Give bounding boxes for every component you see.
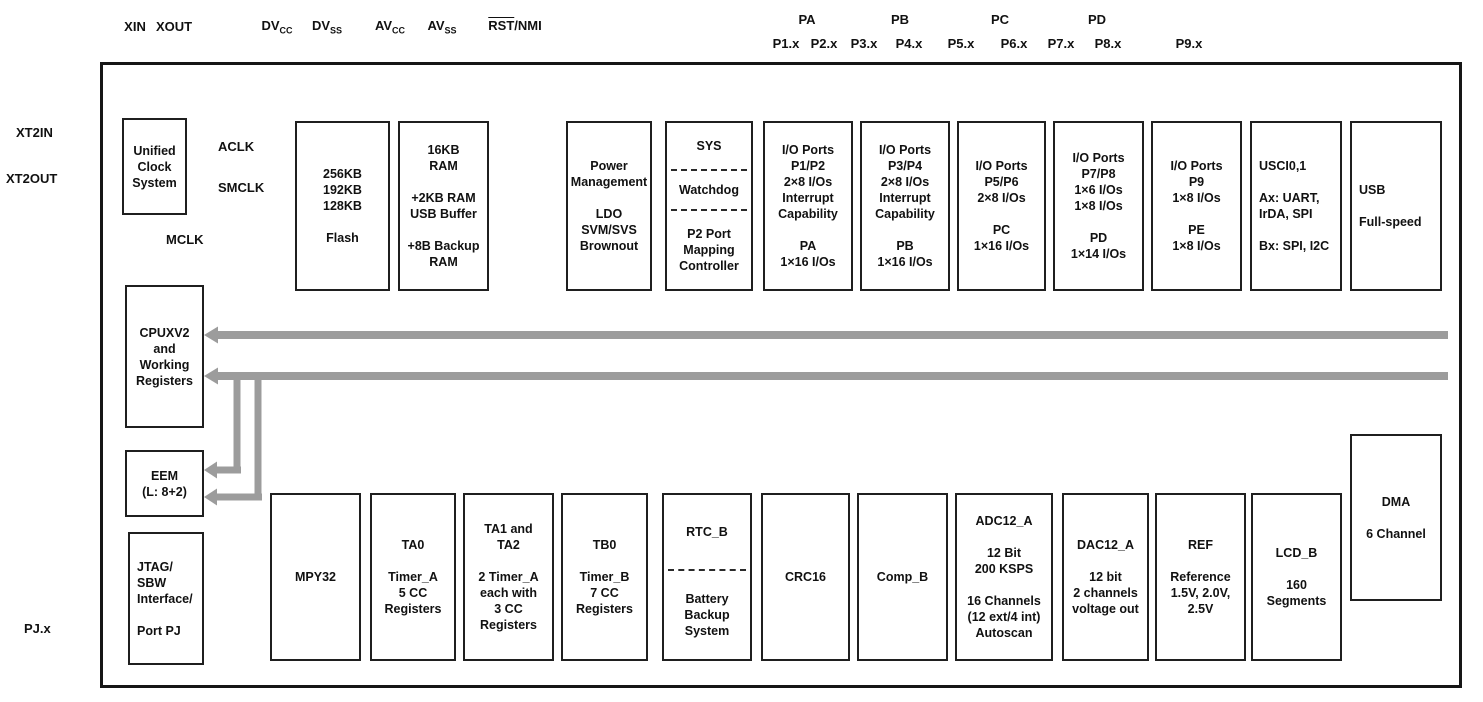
usb-text: USB Full-speed [1359,183,1422,229]
p34-text: I/O Ports P3/P4 2×8 I/Os Interrupt Capab… [875,143,935,269]
block-dac12-a: DAC12_A 12 bit 2 channels voltage out [1062,493,1149,661]
ta12-text: TA1 and TA2 2 Timer_A each with 3 CC Reg… [478,522,539,632]
block-io-ports-p3-p4: I/O Ports P3/P4 2×8 I/Os Interrupt Capab… [860,121,950,291]
block-jtag-sbw: JTAG/ SBW Interface/ Port PJ [128,532,204,665]
flash-text: 256KB 192KB 128KB Flash [323,167,362,245]
block-power-management: Power Management LDO SVM/SVS Brownout [566,121,652,291]
block-tb0: TB0 Timer_B 7 CC Registers [561,493,648,661]
jtag-text: JTAG/ SBW Interface/ Port PJ [137,559,193,638]
dashed-divider [671,209,747,211]
usci-text: USCI0,1 Ax: UART, IrDA, SPI Bx: SPI, I2C [1259,159,1330,253]
nmi-part: /NMI [514,18,542,33]
rst-overlined: RST [488,18,515,33]
tb0-text: TB0 Timer_B 7 CC Registers [576,538,633,616]
avss-base: AV [427,18,445,33]
dma-text: DMA 6 Channel [1366,494,1426,541]
block-lcd-b: LCD_B 160 Segments [1251,493,1342,661]
block-io-ports-p5-p6: I/O Ports P5/P6 2×8 I/Os PC 1×16 I/Os [957,121,1046,291]
dashed-divider [671,169,747,171]
avss-sub: SS [444,25,457,36]
port-group-label-pc: PC [990,12,1010,27]
crc-text: CRC16 [785,570,826,584]
comp-text: Comp_B [876,570,929,584]
p78-text: I/O Ports P7/P8 1×6 I/Os 1×8 I/Os PD 1×1… [1070,151,1127,261]
dvcc-sub: CC [279,25,293,36]
block-io-ports-p7-p8: I/O Ports P7/P8 1×6 I/Os 1×8 I/Os PD 1×1… [1053,121,1144,291]
block-io-ports-p9: I/O Ports P9 1×8 I/Os PE 1×8 I/Os [1151,121,1242,291]
block-ta0: TA0 Timer_A 5 CC Registers [370,493,456,661]
dvcc-base: DV [261,18,280,33]
pin-label-p7x: P7.x [1047,36,1075,51]
pin-label-xout: XOUT [155,19,193,34]
rtc-section: RTC_B [686,525,728,539]
block-ta1-ta2: TA1 and TA2 2 Timer_A each with 3 CC Reg… [463,493,554,661]
lcd-text: LCD_B 160 Segments [1266,546,1327,608]
port-mapping-section: P2 Port Mapping Controller [679,227,739,273]
signal-label-mclk: MCLK [166,232,204,247]
pmm-text: Power Management LDO SVM/SVS Brownout [570,159,648,253]
block-sys-watchdog-portmap: SYS Watchdog P2 Port Mapping Controller [665,121,753,291]
block-crc16: CRC16 [761,493,850,661]
block-comp-b: Comp_B [857,493,948,661]
dashed-divider [668,569,746,571]
avcc-base: AV [374,18,393,33]
ta0-text: TA0 Timer_A 5 CC Registers [384,538,442,616]
mpy-text: MPY32 [295,570,336,584]
pin-label-xt2in: XT2IN [16,125,53,140]
battery-backup-section: Battery Backup System [684,592,730,638]
pin-label-xt2out: XT2OUT [6,171,58,186]
p12-text: I/O Ports P1/P2 2×8 I/Os Interrupt Capab… [778,143,838,269]
signal-label-smclk: SMCLK [218,180,265,195]
block-dma: DMA 6 Channel [1350,434,1442,601]
p9-text: I/O Ports P9 1×8 I/Os PE 1×8 I/Os [1170,159,1223,253]
pin-label-dvss: DVSS [305,18,349,39]
block-unified-clock-system: Unified Clock System [122,118,187,215]
pin-label-p1x: P1.x [772,36,800,51]
ucs-text: Unified Clock System [132,143,177,190]
block-ref: REF Reference 1.5V, 2.0V, 2.5V [1155,493,1246,661]
adc-text: ADC12_A 12 Bit 200 KSPS 16 Channels (12 … [967,514,1041,640]
block-ram: 16KB RAM +2KB RAM USB Buffer +8B Backup … [398,121,489,291]
pin-label-p4x: P4.x [895,36,923,51]
pin-label-p8x: P8.x [1094,36,1122,51]
port-group-label-pa: PA [798,12,816,27]
avcc-sub: CC [392,25,406,36]
pin-label-pjx: PJ.x [24,621,51,636]
block-usb: USB Full-speed [1350,121,1442,291]
pin-label-p9x: P9.x [1175,36,1203,51]
cpu-text: CPUXV2 and Working Registers [136,325,193,388]
pin-label-dvcc: DVCC [255,18,299,39]
block-eem: EEM (L: 8+2) [125,450,204,517]
pin-label-rst-nmi: RST/NMI [473,18,557,33]
eem-text: EEM (L: 8+2) [142,468,187,499]
pin-label-xin: XIN [124,19,146,34]
ref-text: REF Reference 1.5V, 2.0V, 2.5V [1170,538,1231,616]
pin-label-p3x: P3.x [850,36,878,51]
sys-section: SYS [696,139,722,153]
pin-label-avcc: AVCC [368,18,412,39]
watchdog-section: Watchdog [679,183,739,197]
block-mpy32: MPY32 [270,493,361,661]
block-io-ports-p1-p2: I/O Ports P1/P2 2×8 I/Os Interrupt Capab… [763,121,853,291]
block-adc12-a: ADC12_A 12 Bit 200 KSPS 16 Channels (12 … [955,493,1053,661]
pin-label-p6x: P6.x [1000,36,1028,51]
block-usci: USCI0,1 Ax: UART, IrDA, SPI Bx: SPI, I2C [1250,121,1342,291]
p56-text: I/O Ports P5/P6 2×8 I/Os PC 1×16 I/Os [973,159,1030,253]
pin-label-avss: AVSS [420,18,464,39]
block-rtc-b: RTC_B Battery Backup System [662,493,752,661]
signal-label-aclk: ACLK [218,139,255,154]
dvss-sub: SS [330,25,343,36]
ram-text: 16KB RAM +2KB RAM USB Buffer +8B Backup … [407,143,480,269]
block-flash: 256KB 192KB 128KB Flash [295,121,390,291]
pin-label-p5x: P5.x [947,36,975,51]
dvss-base: DV [311,18,331,33]
block-cpuxv2: CPUXV2 and Working Registers [125,285,204,428]
port-group-label-pb: PB [890,12,910,27]
port-group-label-pd: PD [1087,12,1107,27]
pin-label-p2x: P2.x [810,36,838,51]
dac-text: DAC12_A 12 bit 2 channels voltage out [1072,538,1139,616]
